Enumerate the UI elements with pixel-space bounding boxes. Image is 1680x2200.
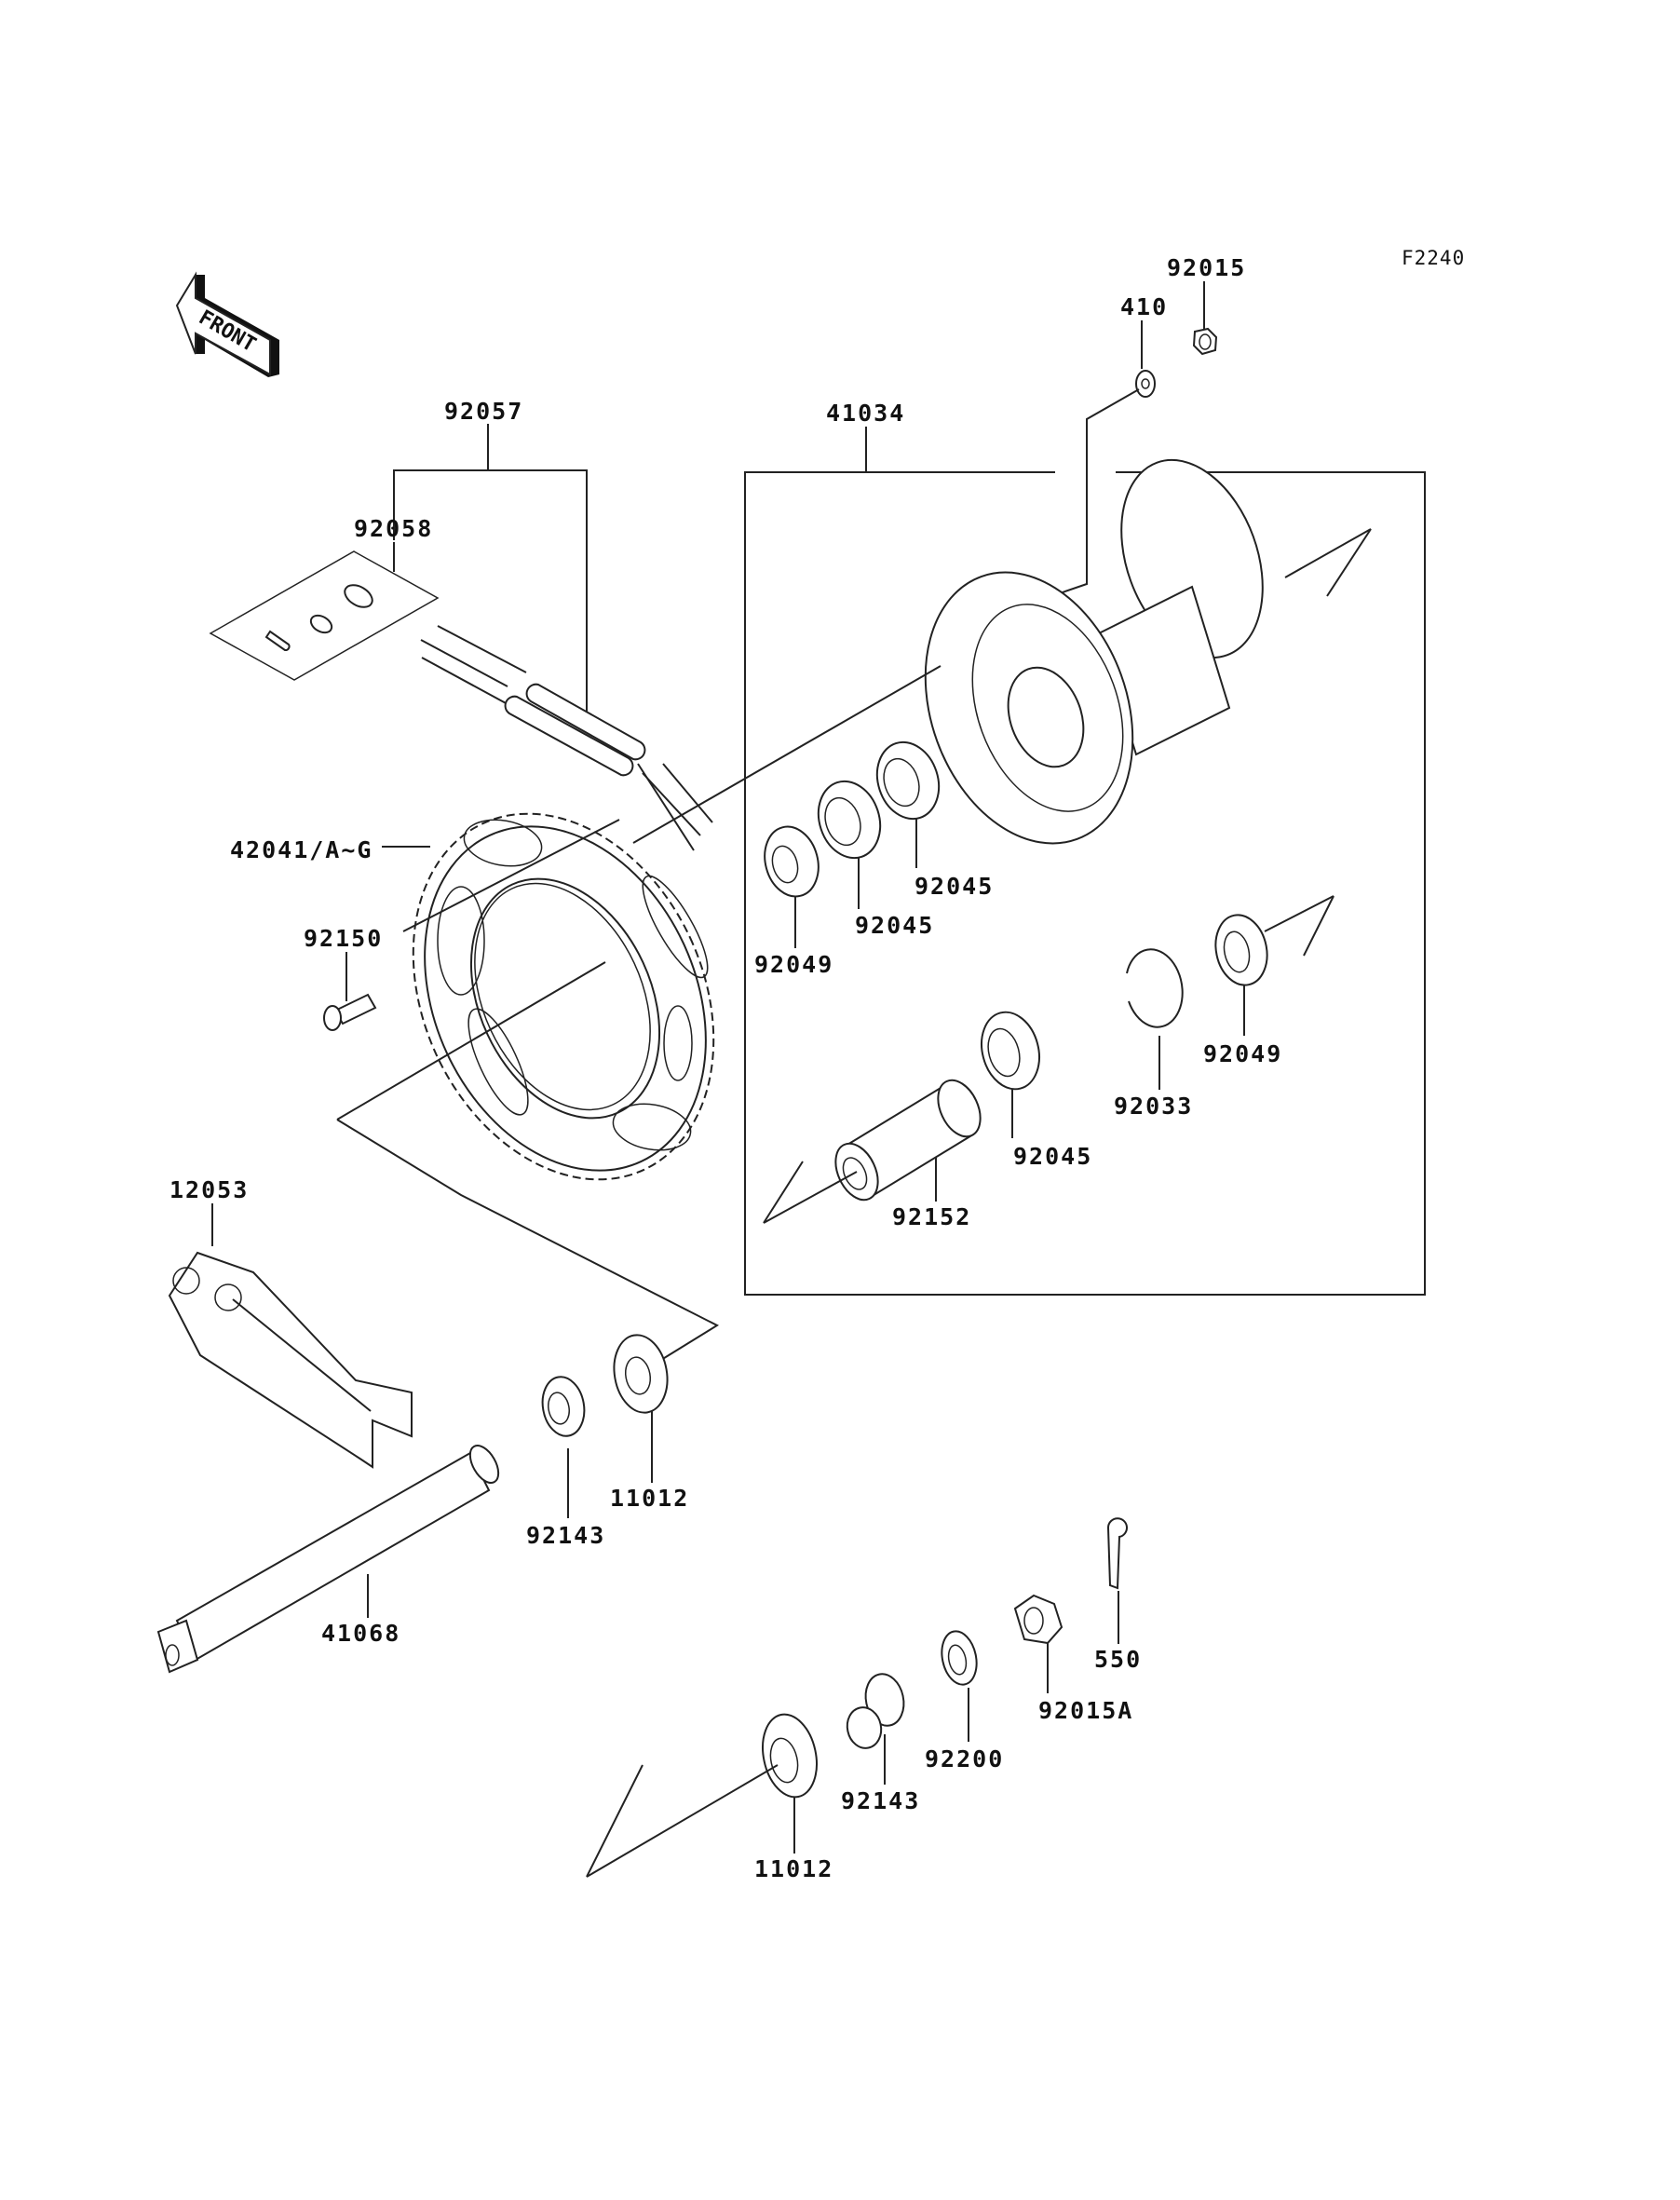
axle-icon xyxy=(156,1445,500,1674)
part-label: 42041/A~G xyxy=(230,836,373,863)
front-arrow-icon: FRONT xyxy=(175,271,279,377)
part-92143-right[interactable]: 92143 xyxy=(841,1670,920,1814)
reference-code: F2240 xyxy=(1402,247,1465,269)
joint-kit-card xyxy=(209,550,440,681)
part-label: 41034 xyxy=(826,400,905,427)
part-label: 92049 xyxy=(1203,1040,1282,1067)
adjuster-icon xyxy=(613,1334,669,1414)
part-42041[interactable]: 42041/A~G xyxy=(230,765,771,1361)
part-11012-right[interactable]: 11012 xyxy=(586,1709,833,1882)
part-92058[interactable]: 92058 xyxy=(209,515,440,681)
part-12053[interactable]: 12053 xyxy=(168,1176,413,1469)
part-92045-a[interactable]: 92045 xyxy=(809,773,935,939)
part-92143-left[interactable]: 92143 xyxy=(526,1374,605,1549)
part-92015A[interactable]: 92015A xyxy=(1013,1594,1133,1724)
castle-nut-icon xyxy=(1013,1594,1064,1645)
part-label: 92033 xyxy=(1114,1093,1193,1120)
part-label: 92150 xyxy=(304,925,383,952)
part-11012-left[interactable]: 11012 xyxy=(608,1331,689,1512)
part-92150[interactable]: 92150 xyxy=(304,925,383,1031)
part-92015[interactable]: 92015 xyxy=(1167,254,1246,356)
part-label: 92143 xyxy=(841,1787,920,1814)
part-label: 92152 xyxy=(892,1203,971,1230)
part-92049-left[interactable]: 92049 xyxy=(754,821,833,978)
part-label: 92143 xyxy=(526,1522,605,1549)
collar-icon xyxy=(541,1376,586,1437)
part-550[interactable]: 550 xyxy=(1094,1517,1142,1673)
part-92200[interactable]: 92200 xyxy=(925,1628,1004,1772)
part-label: 41068 xyxy=(321,1620,400,1647)
part-label: 410 xyxy=(1120,293,1168,320)
seal-icon xyxy=(764,825,820,898)
nut-icon xyxy=(1192,327,1218,356)
part-label: 92049 xyxy=(754,951,833,978)
part-label: 92045 xyxy=(855,912,934,939)
bearing-icon xyxy=(875,740,941,821)
washer-icon xyxy=(1135,370,1156,398)
part-label: 92015 xyxy=(1167,254,1246,281)
part-label: 92058 xyxy=(354,515,433,542)
circlip-icon xyxy=(1126,948,1184,1028)
bearing-icon xyxy=(817,780,882,860)
part-label: 92045 xyxy=(915,873,994,900)
cotter-pin-icon xyxy=(1106,1517,1128,1590)
part-92045-c[interactable]: 92045 xyxy=(973,1006,1092,1170)
part-label: 92200 xyxy=(925,1745,1004,1772)
washer-icon xyxy=(941,1630,978,1686)
part-92045-b[interactable]: 92045 xyxy=(868,734,995,900)
part-label: 550 xyxy=(1094,1646,1142,1673)
part-label: 92015A xyxy=(1038,1697,1133,1724)
chain-guide-icon xyxy=(168,1251,413,1469)
chain-icon xyxy=(420,625,713,851)
sprocket-icon xyxy=(412,812,715,1181)
part-410[interactable]: 410 xyxy=(1023,293,1168,606)
part-41068[interactable]: 41068 xyxy=(156,1441,504,1674)
part-label: 92045 xyxy=(1013,1143,1092,1170)
hub-icon xyxy=(924,458,1372,845)
seal-icon xyxy=(1214,914,1268,986)
part-92049-right[interactable]: 92049 xyxy=(1203,895,1335,1067)
part-label: 11012 xyxy=(754,1855,833,1882)
collar-icon xyxy=(846,1706,883,1749)
part-label: 12053 xyxy=(169,1176,249,1203)
part-92057[interactable]: 92057 xyxy=(393,398,713,851)
part-92152[interactable]: 92152 xyxy=(763,1074,989,1230)
part-41034[interactable]: 41034 xyxy=(632,400,1426,1296)
part-92033[interactable]: 92033 xyxy=(1114,948,1193,1120)
part-label: 92057 xyxy=(444,398,523,425)
adjuster-icon xyxy=(762,1713,818,1799)
bearing-icon xyxy=(981,1011,1040,1091)
part-label: 11012 xyxy=(610,1485,689,1512)
